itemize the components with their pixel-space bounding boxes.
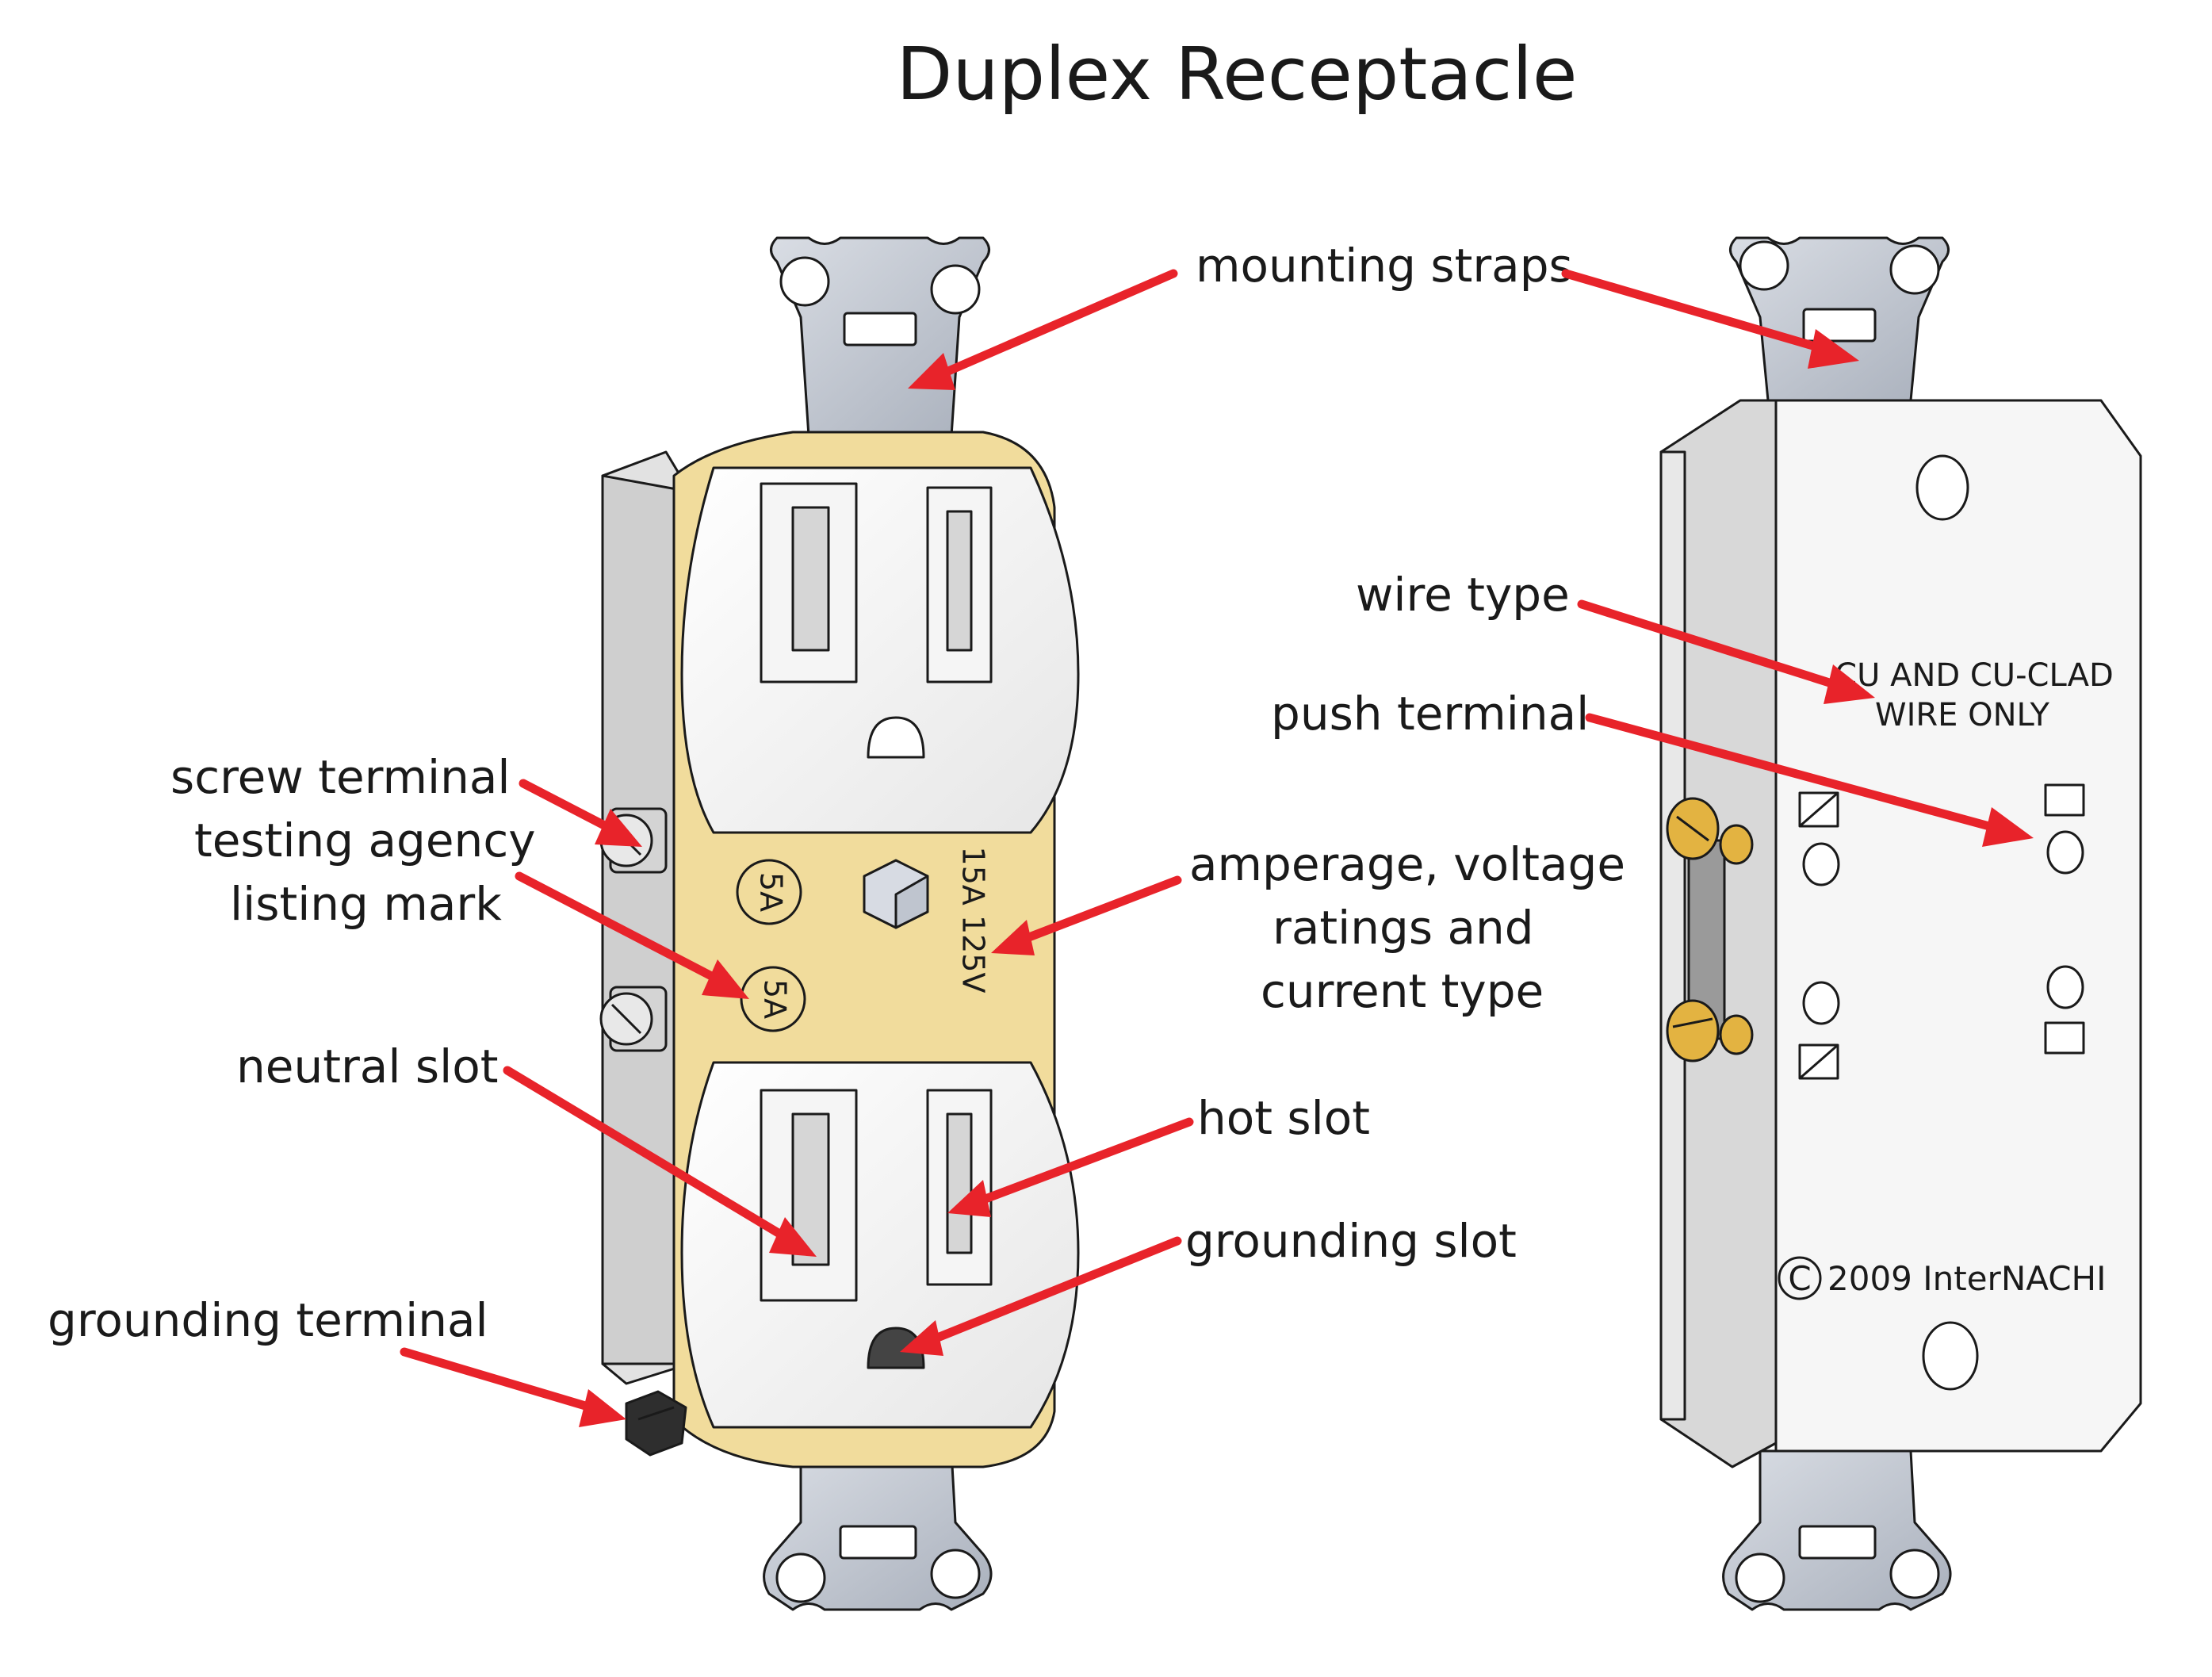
arrow-grounding-slot (900, 1236, 1182, 1356)
front-bottom-mounting-strap (763, 1449, 993, 1611)
label-wire-type: wire type (1356, 568, 1570, 622)
label-mounting-straps: mounting straps (1196, 239, 1573, 293)
arrow-listing-mark (515, 871, 749, 999)
listing-mark-upper: 5A (736, 859, 802, 925)
arrow-wire-type (1577, 599, 1875, 704)
svg-text:WIRE ONLY: WIRE ONLY (1875, 697, 2050, 733)
svg-text:5A: 5A (758, 979, 793, 1019)
leader-arrows (400, 269, 2034, 1427)
label-push-terminal: push terminal (1271, 687, 1589, 741)
copyright-notice: C 2009 InterNACHI (1778, 1256, 2107, 1300)
rating-marking: 15A 125V (956, 847, 991, 994)
label-screw-terminal: screw terminal (170, 750, 511, 804)
wire-type-marking: CU AND CU-CLAD WIRE ONLY (1835, 657, 2114, 733)
front-view: 5A 5A 15A 125V (599, 236, 1080, 1611)
upper-hot-slot (926, 486, 993, 683)
back-bottom-mounting-strap (1722, 1449, 1952, 1611)
upper-outlet-face (680, 466, 1080, 834)
arrow-amperage (991, 875, 1182, 955)
lower-neutral-slot (760, 1089, 858, 1302)
arrow-screw-terminal (519, 779, 642, 847)
lower-outlet-face (680, 1061, 1080, 1429)
arrow-grounding-terminal (400, 1347, 626, 1427)
label-hot-slot: hot slot (1197, 1091, 1370, 1145)
label-amperage-3: current type (1261, 964, 1544, 1018)
back-top-mounting-strap (1729, 236, 1950, 402)
front-screw-terminal-lower (599, 986, 668, 1052)
label-grounding-terminal: grounding terminal (48, 1293, 488, 1347)
svg-text:2009 InterNACHI: 2009 InterNACHI (1827, 1259, 2107, 1298)
arrow-hot-slot (947, 1117, 1194, 1217)
front-top-mounting-strap (770, 236, 990, 438)
label-amperage-1: amperage, voltage (1189, 837, 1625, 891)
arrow-neutral-slot (503, 1066, 817, 1257)
back-view: CU AND CU-CLAD WIRE ONLY (1659, 236, 2142, 1611)
listing-mark-lower: 5A (740, 966, 806, 1032)
upper-grounding-slot (867, 716, 925, 759)
arrow-mounting-straps-left (908, 269, 1178, 390)
label-grounding-slot: grounding slot (1185, 1214, 1517, 1268)
center-mounting-screw (863, 859, 929, 929)
arrow-mounting-straps-right (1561, 269, 1859, 369)
label-testing-agency-1: testing agency (194, 814, 536, 867)
grounding-terminal-screw (625, 1390, 687, 1457)
back-upper-hole (1915, 454, 1969, 521)
svg-text:C: C (1788, 1259, 1811, 1298)
lower-hot-slot (926, 1089, 993, 1286)
back-lower-hole (1922, 1321, 1979, 1391)
label-amperage-2: ratings and (1272, 901, 1534, 955)
arrow-push-terminal (1585, 713, 2034, 847)
push-terminal-holes (1798, 783, 2085, 1080)
label-neutral-slot: neutral slot (236, 1040, 498, 1093)
back-face-panel (1774, 399, 2142, 1453)
svg-text:CU AND CU-CLAD: CU AND CU-CLAD (1835, 657, 2114, 694)
back-brass-screw-terminals (1666, 797, 1754, 1062)
upper-neutral-slot (760, 482, 858, 683)
svg-text:5A: 5A (754, 872, 789, 912)
label-testing-agency-2: listing mark (230, 877, 502, 931)
diagram-title: Duplex Receptacle (897, 32, 1578, 117)
